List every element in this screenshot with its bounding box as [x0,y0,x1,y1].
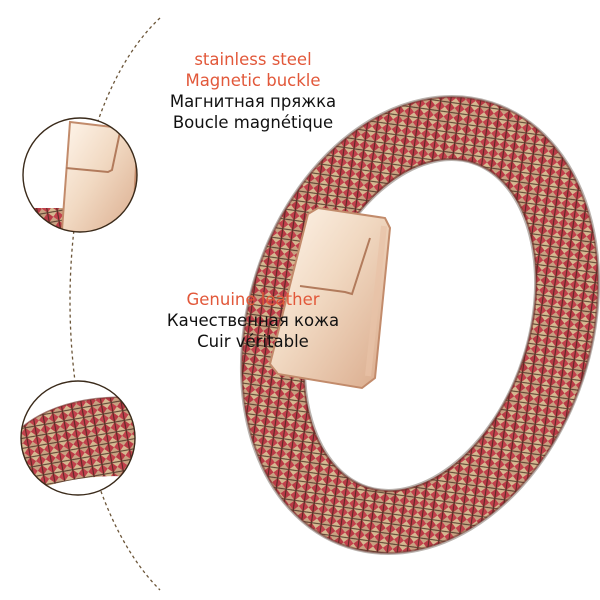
buckle-caption-line-1: stainless steel [194,50,312,69]
dashed-arc [69,17,161,591]
leather-caption-line-2: Качественная кожа [166,311,340,330]
leather-caption-line-3: Cuir véritable [197,332,309,351]
buckle-caption-line-3: Магнитная пряжка [169,92,337,111]
buckle-caption: stainless steel Magnetic buckle Магнитна… [88,49,418,133]
leather-caption-line-1: Genuine leather [186,290,320,309]
leather-caption: Genuine leather Качественная кожа Cuir v… [88,289,418,352]
buckle-caption-line-2: Magnetic buckle [185,71,321,90]
magnetic-clasp [268,206,392,390]
leather-detail-circle [20,380,136,496]
bracelet-band [239,95,600,555]
buckle-caption-line-4: Boucle magnétique [172,113,334,132]
